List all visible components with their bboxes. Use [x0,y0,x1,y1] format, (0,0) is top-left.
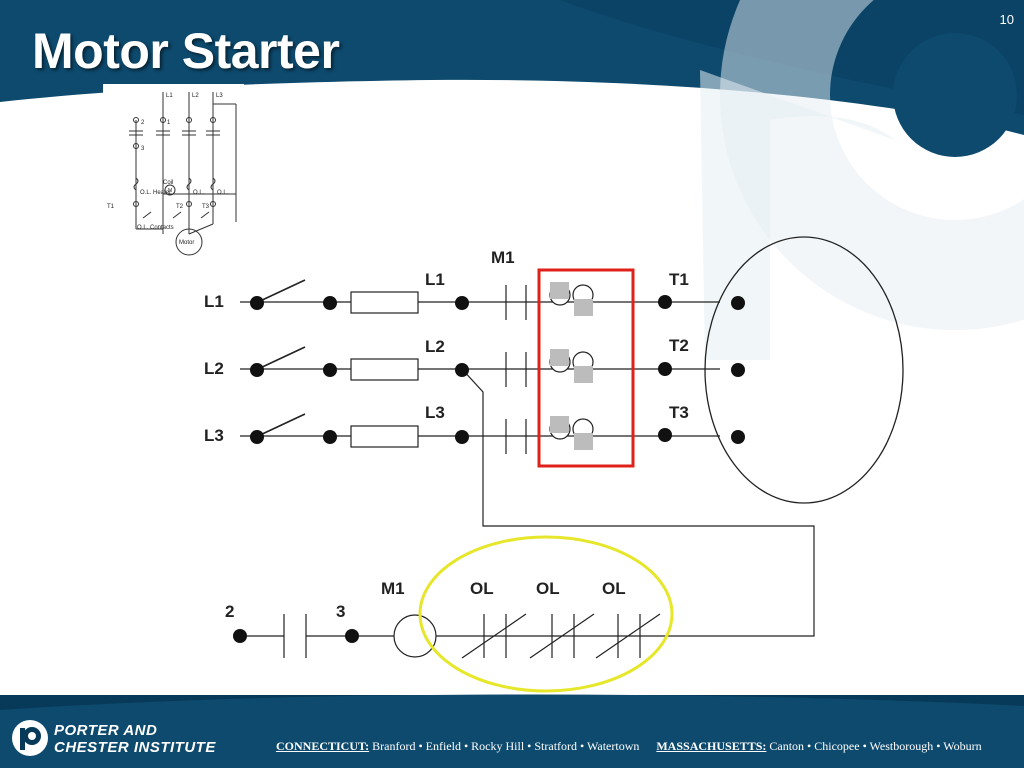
ref-label-ol-1: O.L. [193,190,205,196]
overload-label-2: OL [536,579,560,598]
slide-title: Motor Starter [32,23,340,79]
line-label-l2: L2 [204,359,224,378]
brand-line-2: CHESTER INSTITUTE [54,739,216,756]
campus-locations: CONNECTICUT: Branford • Enfield • Rocky … [276,739,982,754]
mid-label-l3: L3 [425,403,445,422]
overload-heater-highlight [537,268,635,468]
ref-label-l2: L2 [192,93,199,99]
brand-name: PORTER AND CHESTER INSTITUTE [54,722,216,756]
ref-label-contact-2: 2 [141,120,145,126]
mid-label-l1: L1 [425,270,445,289]
motor-outline [704,236,904,504]
ref-label-ol-heater: O.L. Heater [140,190,171,196]
terminal-label-t3: T3 [669,403,689,422]
contactor-label: M1 [491,248,515,267]
overload-heater-blocks [550,282,593,450]
ref-label-contact-3: 3 [141,146,145,152]
state-massachusetts: MASSACHUSETTS: [656,739,767,753]
footer-bar-accent [0,694,1024,768]
page-number: 10 [999,12,1014,27]
brand-line-1: PORTER AND [54,722,158,739]
ref-label-ol-2: O.L. [217,190,229,196]
towns-connecticut: Branford • Enfield • Rocky Hill • Stratf… [372,739,640,753]
control-terminal-3: 3 [336,602,345,621]
ref-label-ol-contacts: O.L. Contacts [137,225,174,231]
ref-label-coil-symbol: M [168,188,172,194]
overload-label-1: OL [470,579,494,598]
control-coil-label: M1 [381,579,405,598]
control-coil-m1 [393,614,437,658]
overload-label-3: OL [602,579,626,598]
line-label-l1: L1 [204,292,224,311]
ref-label-l1: L1 [166,93,173,99]
terminal-label-t1: T1 [669,270,689,289]
ref-label-motor: Motor [179,240,194,246]
ref-label-contact-1: 1 [167,120,171,126]
fuse-l2 [350,358,419,381]
overload-contacts-highlight [418,535,674,693]
ref-label-t3: T3 [202,204,210,210]
terminal-label-t2: T2 [669,336,689,355]
fuse-l1 [350,291,419,314]
porter-chester-logo-icon [12,720,48,756]
terminal-dots [233,295,745,643]
ref-label-l3: L3 [216,93,223,99]
line-label-l3: L3 [204,426,224,445]
reference-schematic: L1 L2 L3 2 1 3 Coil M O.L. Heater O.L. O… [103,84,244,261]
towns-massachusetts: Canton • Chicopee • Westborough • Woburn [769,739,982,753]
ref-label-coil: Coil [163,180,173,186]
state-connecticut: CONNECTICUT: [276,739,370,753]
watermark-ring [720,0,1024,330]
ref-label-t2: T2 [176,204,184,210]
mid-label-l2: L2 [425,337,445,356]
ref-label-t1: T1 [107,204,115,210]
control-terminal-2: 2 [225,602,234,621]
fuse-l3 [350,425,419,448]
watermark-circle [893,33,1017,157]
